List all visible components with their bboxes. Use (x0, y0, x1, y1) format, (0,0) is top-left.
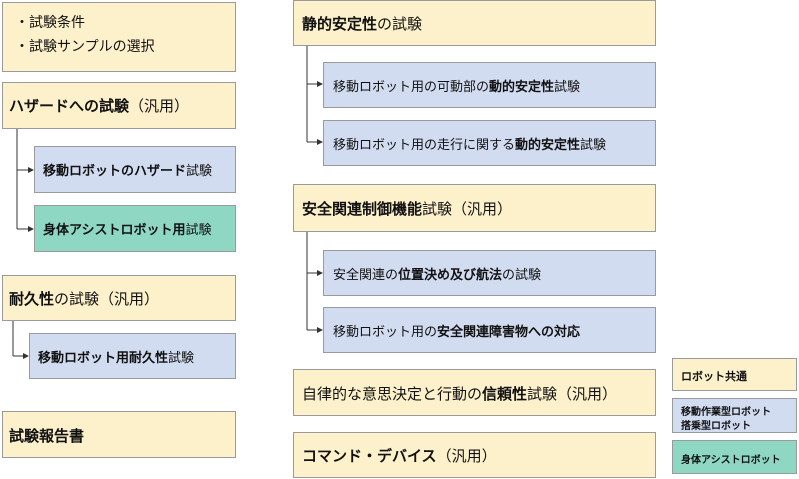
safety-control-test-box: 安全関連制御機能試験（汎用） (293, 184, 656, 232)
test-report-box: 試験報告書 (2, 411, 236, 458)
travel-stability-test-label: 移動ロボット用の走行に関する動的安定性試験 (333, 138, 607, 153)
legend-common: ロボット共通 (672, 358, 797, 391)
positioning-navigation-test-box: 安全関連の位置決め及び航法の試験 (323, 250, 656, 296)
positioning-navigation-test-label: 安全関連の位置決め及び航法の試験 (333, 268, 542, 283)
mobile-robot-hazard-test-box: 移動ロボットのハザード試験 (34, 146, 236, 193)
static-stability-test-box: 静的安定性の試験 (293, 0, 656, 46)
obstacle-response-test-label: 移動ロボット用の安全関連障害物への対応 (333, 325, 581, 340)
durability-test-box: 耐久性の試験（汎用） (2, 275, 236, 321)
command-device-title: コマンド・デバイス（汎用） (302, 447, 497, 465)
legend-mobile-label-1: 移動作業型ロボット (681, 407, 771, 418)
legend-common-label: ロボット共通 (681, 370, 747, 383)
mobile-robot-durability-test-box: 移動ロボット用耐久性試験 (29, 333, 236, 379)
hazard-test-title: ハザードへの試験（汎用） (9, 97, 190, 115)
durability-test-title: 耐久性の試験（汎用） (9, 290, 160, 308)
obstacle-response-test-box: 移動ロボット用の安全関連障害物への対応 (323, 307, 656, 353)
movable-part-stability-test-box: 移動ロボット用の可動部の動的安定性試験 (323, 62, 656, 108)
legend-mobile: 移動作業型ロボット 搭乗型ロボット (672, 398, 797, 433)
legend-assist: 身体アシストロボット (672, 440, 797, 474)
static-stability-test-title: 静的安定性の試験 (302, 15, 423, 33)
command-device-box: コマンド・デバイス（汎用） (293, 432, 656, 478)
assist-robot-test-box: 身体アシストロボット用試験 (34, 205, 236, 252)
autonomy-reliability-test-box: 自律的な意思決定と行動の信頼性試験（汎用） (293, 369, 656, 416)
legend-assist-label: 身体アシストロボット (681, 455, 781, 466)
autonomy-reliability-test-title: 自律的な意思決定と行動の信頼性試験（汎用） (302, 385, 618, 403)
test-report-title: 試験報告書 (9, 427, 85, 445)
travel-stability-test-box: 移動ロボット用の走行に関する動的安定性試験 (323, 120, 656, 166)
hazard-test-box: ハザードへの試験（汎用） (2, 82, 236, 129)
safety-control-test-title: 安全関連制御機能試験（汎用） (302, 200, 513, 218)
assist-robot-test-label: 身体アシストロボット用試験 (43, 223, 212, 238)
mobile-robot-hazard-test-label: 移動ロボットのハザード試験 (43, 164, 213, 179)
test-conditions-box: ・試験条件 ・試験サンプルの選択 (2, 2, 236, 72)
mobile-robot-durability-test-label: 移動ロボット用耐久性試験 (38, 351, 195, 366)
test-conditions-line-1: ・試験条件 (15, 15, 85, 31)
test-conditions-line-2: ・試験サンプルの選択 (15, 39, 155, 55)
movable-part-stability-test-label: 移動ロボット用の可動部の動的安定性試験 (333, 80, 581, 95)
legend-mobile-label-2: 搭乗型ロボット (681, 421, 751, 432)
